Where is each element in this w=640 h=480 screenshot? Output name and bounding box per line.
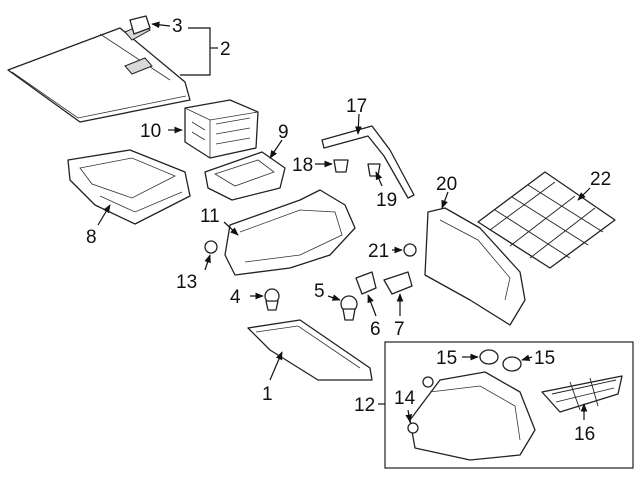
storage-tray-part [204,151,286,201]
fastener-part [355,271,377,295]
callout-16: 16 [574,424,595,445]
o-ring-parts [479,349,522,372]
callout-18: 18 [292,155,313,176]
callout-4: 4 [230,287,241,308]
package-tray-part [7,23,191,123]
callout-1: 1 [262,384,273,405]
floor-cover-part [247,319,373,381]
tie-down-hook-left-part [264,288,280,311]
leader-lines [97,21,591,423]
callout-14: 14 [394,388,416,409]
callout-13: 13 [176,272,197,293]
bracket-part [383,271,413,295]
callout-19: 19 [376,190,397,211]
side-trim-right-part [424,207,526,326]
callout-labels: 1 2 3 4 5 6 7 8 9 10 11 12 13 14 15 15 1… [86,16,611,445]
callout-22: 22 [590,169,611,190]
callout-5: 5 [314,281,325,302]
grommet-part [403,243,417,257]
callout-17: 17 [346,96,367,117]
trunk-tub-part [67,149,191,225]
callout-6: 6 [370,319,381,340]
cargo-net-part [477,171,616,269]
callout-15a: 15 [436,348,457,369]
tray-clip-part [129,15,151,35]
trim-strip-part [321,125,415,199]
inset-clip-part [407,376,434,434]
tie-down-hook-right-part [340,295,358,321]
callout-10: 10 [140,121,161,142]
clip-19-part [367,163,381,177]
callout-21: 21 [368,241,389,262]
push-clip-part [204,240,218,254]
callout-9: 9 [278,122,289,143]
side-trim-left-part [224,189,356,276]
inset-trim-panel-part [409,371,536,461]
callout-15b: 15 [534,348,555,369]
clip-18-part [333,159,349,173]
inset-box [384,341,634,469]
callout-7: 7 [394,319,405,340]
battery-crate-part [184,99,259,159]
callout-11: 11 [200,206,220,227]
callout-2: 2 [220,39,231,60]
callout-8: 8 [86,227,97,248]
callout-20: 20 [436,174,457,195]
callout-3: 3 [172,16,183,37]
pocket-net-part [541,375,623,413]
callout-12: 12 [354,395,375,416]
